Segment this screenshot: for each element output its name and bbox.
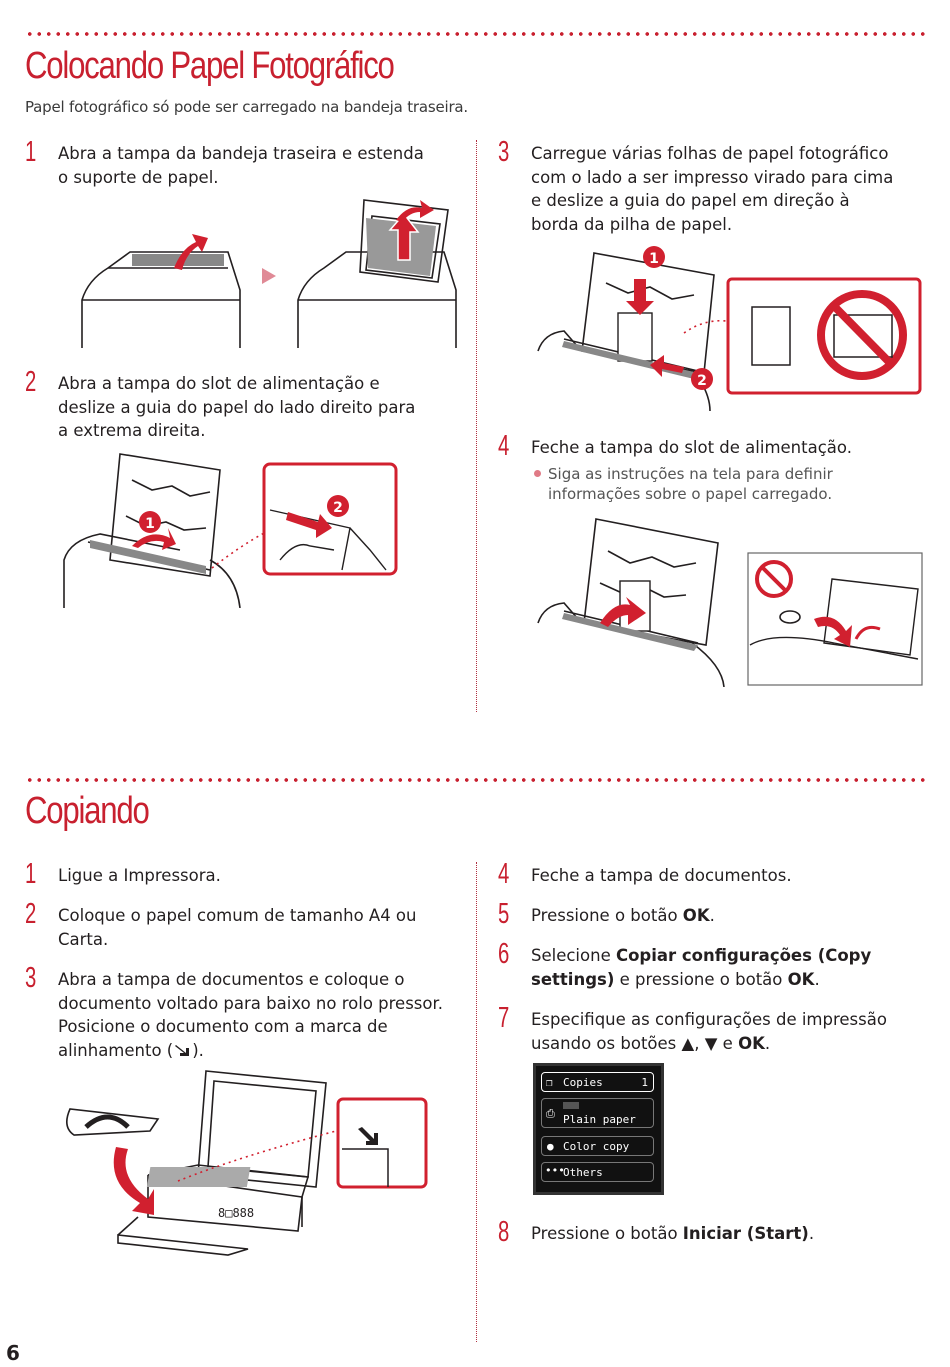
svg-text:1: 1 — [649, 251, 659, 267]
section-title-copying: Copiando — [25, 790, 150, 832]
prohibited-icon — [755, 560, 793, 598]
step-number: 4 — [498, 430, 510, 462]
step-1-copy: 1 Ligue a Impressora. — [25, 859, 425, 889]
callout-1: 1 — [145, 516, 155, 532]
svg-text:2: 2 — [697, 373, 707, 389]
step-number: 6 — [498, 938, 510, 970]
step-number: 8 — [498, 1216, 510, 1248]
step-text: Abra a tampa do slot de alimentação e de… — [58, 374, 416, 440]
step-3-copy: 3 Abra a tampa de documentos e coloque o… — [25, 963, 455, 1062]
lcd-row-color: ● Color copy — [541, 1136, 654, 1156]
page-number: 6 — [6, 1341, 20, 1365]
copies-icon: ❐ — [546, 1076, 553, 1089]
step-text: Carregue várias folhas de papel fotográf… — [531, 144, 894, 234]
printer-icon: ⎙ — [546, 1107, 555, 1120]
step-number: 5 — [498, 898, 510, 930]
lcd-row-copies: ❐ Copies 1 — [541, 1072, 654, 1092]
step-2-photo: 2 Abra a tampa do slot de alimentação e … — [25, 367, 425, 443]
step-2-copy: 2 Coloque o papel comum de tamanho A4 ou… — [25, 899, 425, 951]
step-number: 2 — [25, 366, 37, 398]
step-number: 3 — [25, 962, 37, 994]
step-text: Pressione o botão OK. — [531, 906, 715, 925]
down-triangle-icon: ▼ — [704, 1033, 718, 1053]
step-4-photo: 4 Feche a tampa do slot de alimentação. … — [498, 431, 898, 504]
step-text: Feche a tampa do slot de alimentação. — [531, 438, 852, 457]
step-number: 3 — [498, 136, 510, 168]
lcd-copy-settings-screen: ❐ Copies 1 ⎙ Plain paper ● Color copy ••… — [533, 1063, 664, 1195]
step-4-copy: 4 Feche a tampa de documentos. — [498, 859, 898, 889]
section-title-photo-paper: Colocando Papel Fotográfico — [25, 45, 395, 87]
step-number: 7 — [498, 1002, 510, 1034]
more-icon: ••• — [545, 1164, 565, 1177]
step-number: 1 — [25, 858, 37, 890]
alignment-mark-icon — [174, 1042, 192, 1057]
section-divider-middle — [25, 778, 930, 782]
triangle-right-icon — [262, 268, 276, 284]
prohibited-icon — [817, 290, 907, 380]
step-number: 1 — [25, 136, 37, 168]
ink-drop-icon: ● — [547, 1140, 554, 1153]
lcd-row-label: Color copy — [563, 1140, 630, 1153]
lcd-row-others: ••• Others — [541, 1162, 654, 1182]
step-number: 4 — [498, 858, 510, 890]
step-5-copy: 5 Pressione o botão OK. — [498, 899, 898, 929]
lcd-row-value: 1 — [641, 1076, 648, 1089]
step-7-copy: 7 Especifique as configurações de impres… — [498, 1003, 898, 1055]
lcd-row-label: Others — [563, 1166, 603, 1179]
lcd-row-paper: ⎙ Plain paper — [541, 1098, 654, 1128]
column-divider-2 — [476, 862, 477, 1342]
up-triangle-icon: ▲ — [681, 1033, 695, 1053]
column-divider-1 — [476, 140, 477, 712]
step-text: Feche a tampa de documentos. — [531, 866, 792, 885]
step-text: Pressione o botão Iniciar (Start). — [531, 1224, 815, 1243]
place-document-on-platen-illustration: 8□888 — [66, 1070, 428, 1256]
step-text: Coloque o papel comum de tamanho A4 ou C… — [58, 906, 417, 949]
step-6-copy: 6 Selecione Copiar configurações (Copy s… — [498, 939, 898, 991]
step-8-copy: 8 Pressione o botão Iniciar (Start). — [498, 1217, 898, 1247]
paperclip-icon — [779, 610, 801, 624]
svg-text:8□888: 8□888 — [218, 1206, 254, 1220]
step-1-photo: 1 Abra a tampa da bandeja traseira e est… — [25, 137, 425, 189]
feed-slot-guide-illustration: 1 2 — [63, 453, 398, 608]
section-subtitle: Papel fotográfico só pode ser carregado … — [25, 98, 468, 116]
printer-open-rear-tray-illustration — [81, 199, 457, 348]
step-text: Especifique as configurações de impressã… — [531, 1010, 887, 1053]
step-text: Abra a tampa da bandeja traseira e esten… — [58, 144, 424, 187]
step-text: Ligue a Impressora. — [58, 866, 221, 885]
close-feed-slot-illustration — [537, 518, 923, 687]
step-text: Selecione Copiar configurações (Copy set… — [531, 946, 872, 989]
step-3-photo: 3 Carregue várias folhas de papel fotogr… — [498, 137, 898, 236]
load-photo-paper-illustration: 1 2 — [537, 246, 922, 412]
section-divider-top — [25, 32, 930, 36]
step-number: 2 — [25, 898, 37, 930]
lcd-row-label: Plain paper — [563, 1113, 636, 1126]
step-bullet-note: Siga as instruções na tela para definir … — [534, 464, 918, 504]
lcd-row-label: Copies — [563, 1076, 603, 1089]
step-text: Abra a tampa de documentos e coloque o d… — [58, 970, 444, 1060]
callout-2: 2 — [333, 500, 343, 516]
